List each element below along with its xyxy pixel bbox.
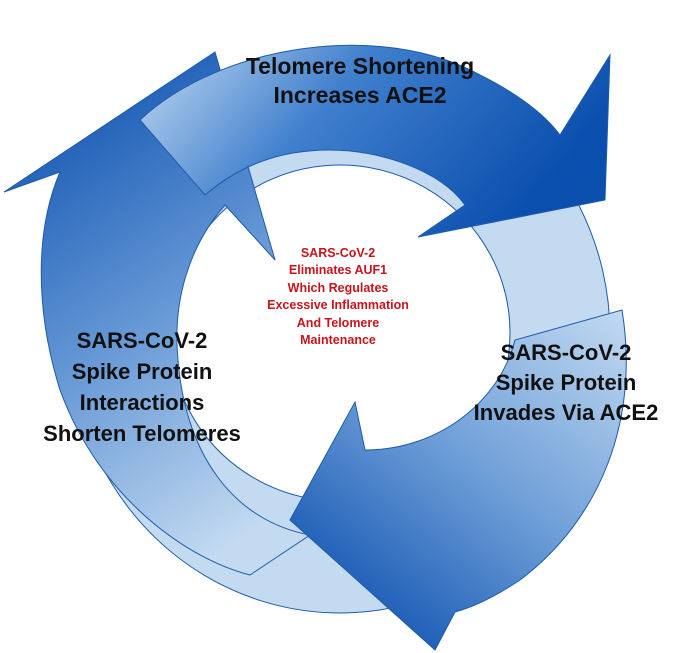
center-note-line6: Maintenance bbox=[300, 333, 376, 348]
bottom-arrow bbox=[289, 309, 627, 651]
center-note-line1: SARS-CoV-2 bbox=[300, 246, 376, 260]
center-note-line3: Which Regulates bbox=[287, 280, 389, 295]
label-right-line1: SARS-CoV-2 bbox=[500, 340, 632, 365]
label-left-line1: SARS-CoV-2 bbox=[76, 328, 208, 353]
label-right-line3: Invades Via ACE2 bbox=[473, 400, 659, 425]
center-note-line2: Eliminates AUF1 bbox=[288, 263, 388, 278]
label-left-line2: Spike Protein bbox=[71, 359, 213, 384]
label-left-line4: Shorten Telomeres bbox=[43, 421, 241, 446]
label-spike-invades: SARS-CoV-2 Spike Protein Invades Via ACE… bbox=[452, 338, 680, 428]
label-spike-interactions: SARS-CoV-2 Spike Protein Interactions Sh… bbox=[18, 325, 266, 449]
label-right-line2: Spike Protein bbox=[495, 370, 637, 395]
center-note: SARS-CoV-2 Eliminates AUF1 Which Regulat… bbox=[248, 245, 428, 349]
top-right-arrow bbox=[139, 44, 611, 238]
label-top-line2: Increases ACE2 bbox=[273, 82, 447, 108]
center-note-line4: Excessive Inflammation bbox=[267, 298, 409, 313]
label-left-line3: Interactions bbox=[79, 390, 205, 415]
left-arrow bbox=[3, 51, 312, 576]
center-note-line5: And Telomere bbox=[296, 315, 380, 330]
label-top-line1: Telomere Shortening bbox=[245, 53, 475, 79]
label-telomere-shortening: Telomere Shortening Increases ACE2 bbox=[200, 52, 520, 110]
